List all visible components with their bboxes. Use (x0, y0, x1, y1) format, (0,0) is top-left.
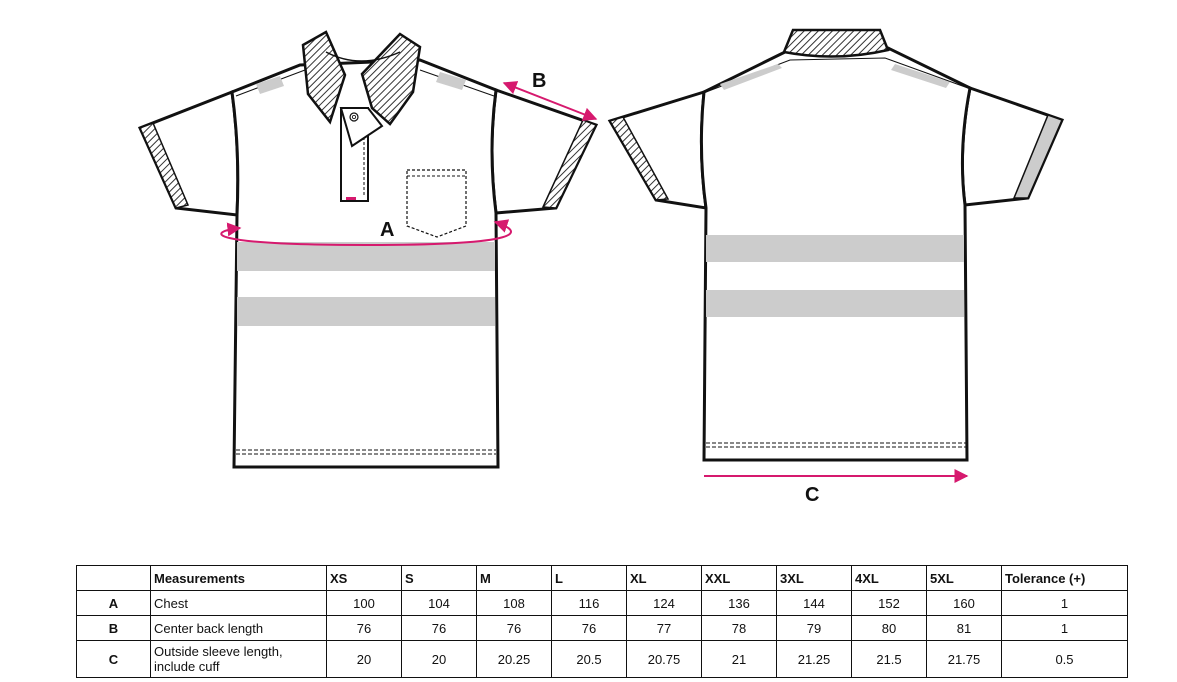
back-reflective-stripe-2 (706, 290, 964, 317)
sleeve-measure-arrow (502, 81, 598, 121)
front-collar-right (360, 32, 422, 126)
table-cell: 108 (476, 590, 552, 616)
table-cell: 20.75 (626, 640, 702, 678)
tolerance-cell: 1 (1001, 615, 1128, 641)
table-cell: 104 (401, 590, 477, 616)
table-cell: 21.5 (851, 640, 927, 678)
table-cell: 76 (476, 615, 552, 641)
table-row: A Chest 100 104 108 116 124 136 144 152 … (76, 590, 1128, 616)
table-cell: 152 (851, 590, 927, 616)
header-cell: XS (326, 565, 402, 591)
back-view: C (607, 28, 1065, 506)
table-cell: 20 (401, 640, 477, 678)
chest-measure-arrow (220, 219, 512, 247)
front-reflective-stripe-2 (237, 297, 495, 326)
table-cell: 81 (926, 615, 1002, 641)
header-cell: XL (626, 565, 702, 591)
table-cell: 21 (701, 640, 777, 678)
table-cell: 116 (551, 590, 627, 616)
front-reflective-stripe-1 (237, 242, 495, 271)
row-name: Center back length (150, 615, 327, 641)
table-cell: 77 (626, 615, 702, 641)
table-cell: 79 (776, 615, 852, 641)
tolerance-cell: 1 (1001, 590, 1128, 616)
table-cell: 76 (326, 615, 402, 641)
row-key: C (76, 640, 151, 678)
measurement-table: Measurements XS S M L XL XXL 3XL 4XL 5XL… (76, 565, 1128, 678)
header-cell: S (401, 565, 477, 591)
front-pocket (406, 169, 467, 238)
front-right-shoulder-patch (436, 72, 466, 90)
header-cell: Measurements (150, 565, 327, 591)
row-key: A (76, 590, 151, 616)
label-a: A (380, 219, 394, 241)
row-key: B (76, 615, 151, 641)
back-reflective-stripe-1 (706, 235, 964, 262)
header-cell: 4XL (851, 565, 927, 591)
front-view: A B (137, 30, 599, 469)
back-left-cuff (608, 116, 670, 201)
row-name: Outside sleeve length, include cuff (150, 640, 327, 678)
table-cell: 124 (626, 590, 702, 616)
table-row: C Outside sleeve length, include cuff 20… (76, 640, 1128, 678)
table-cell: 20.25 (476, 640, 552, 678)
header-cell: 5XL (926, 565, 1002, 591)
table-row: B Center back length 76 76 76 76 77 78 7… (76, 615, 1128, 641)
table-cell: 20 (326, 640, 402, 678)
table-header-row: Measurements XS S M L XL XXL 3XL 4XL 5XL… (76, 565, 1128, 591)
front-left-cuff (138, 122, 190, 209)
header-cell: 3XL (776, 565, 852, 591)
label-c: C (805, 484, 819, 506)
table-cell: 144 (776, 590, 852, 616)
polo-shirt-diagram: A B C (137, 28, 1065, 506)
header-cell: L (551, 565, 627, 591)
table-cell: 100 (326, 590, 402, 616)
header-cell: XXL (701, 565, 777, 591)
table-cell: 76 (551, 615, 627, 641)
table-cell: 76 (401, 615, 477, 641)
table-cell: 21.75 (926, 640, 1002, 678)
label-b: B (532, 70, 546, 92)
header-cell: Tolerance (+) (1001, 565, 1128, 591)
table-cell: 21.25 (776, 640, 852, 678)
table-cell: 136 (701, 590, 777, 616)
header-cell: M (476, 565, 552, 591)
tolerance-cell: 0.5 (1001, 640, 1128, 678)
header-cell (76, 565, 151, 591)
table-cell: 78 (701, 615, 777, 641)
front-right-cuff (541, 119, 598, 209)
front-collar-left (301, 30, 347, 125)
table-cell: 80 (851, 615, 927, 641)
back-right-cuff (1012, 114, 1064, 199)
front-left-shoulder-patch (256, 76, 284, 94)
table-cell: 160 (926, 590, 1002, 616)
table-cell: 20.5 (551, 640, 627, 678)
back-collar (782, 28, 890, 58)
front-button-icon (349, 112, 359, 122)
row-name: Chest (150, 590, 327, 616)
